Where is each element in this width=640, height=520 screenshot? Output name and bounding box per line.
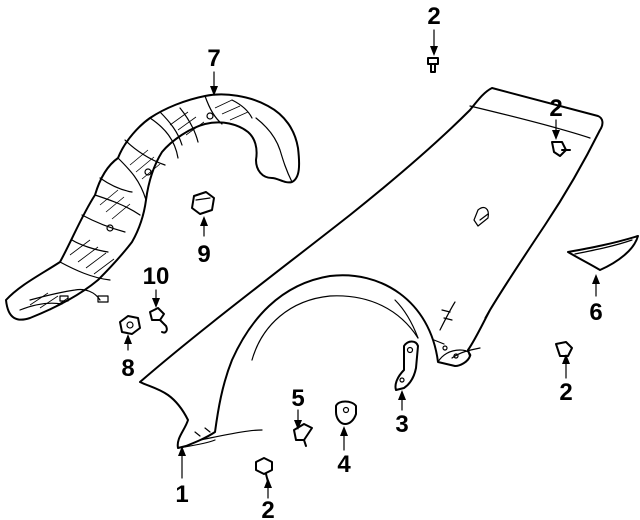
callout-6: 6	[589, 299, 602, 326]
callout-2-right-upper: 2	[549, 95, 562, 122]
bolt-top	[427, 57, 439, 73]
callout-2-bottom: 2	[261, 497, 274, 520]
callout-labels: 1 2 2 2 2 3 4 5 6 7 8 9 10	[121, 3, 602, 520]
callout-1: 1	[175, 481, 188, 508]
bolt-bottom	[255, 457, 273, 483]
clip-nut-part-9	[191, 191, 215, 215]
callout-9: 9	[197, 241, 210, 268]
callout-4: 4	[337, 451, 351, 478]
clip-part-5	[293, 423, 313, 447]
clip-part-10	[149, 307, 168, 334]
callout-10: 10	[143, 263, 170, 290]
clip-part-4	[335, 400, 357, 425]
fender-panel	[139, 87, 604, 449]
fender-liner	[5, 93, 301, 321]
fender-bracket	[394, 340, 419, 391]
callout-2-right-lower: 2	[559, 379, 572, 406]
callout-8: 8	[121, 355, 134, 382]
callout-3: 3	[395, 411, 408, 438]
callout-5: 5	[291, 385, 304, 412]
bolt-right-upper	[551, 141, 571, 157]
callout-2-top: 2	[427, 3, 440, 30]
bolt-right-lower	[555, 341, 573, 357]
nut-part-8	[119, 315, 141, 335]
callout-7: 7	[207, 45, 220, 72]
leader-lines	[124, 29, 600, 499]
trim-piece	[567, 235, 639, 271]
